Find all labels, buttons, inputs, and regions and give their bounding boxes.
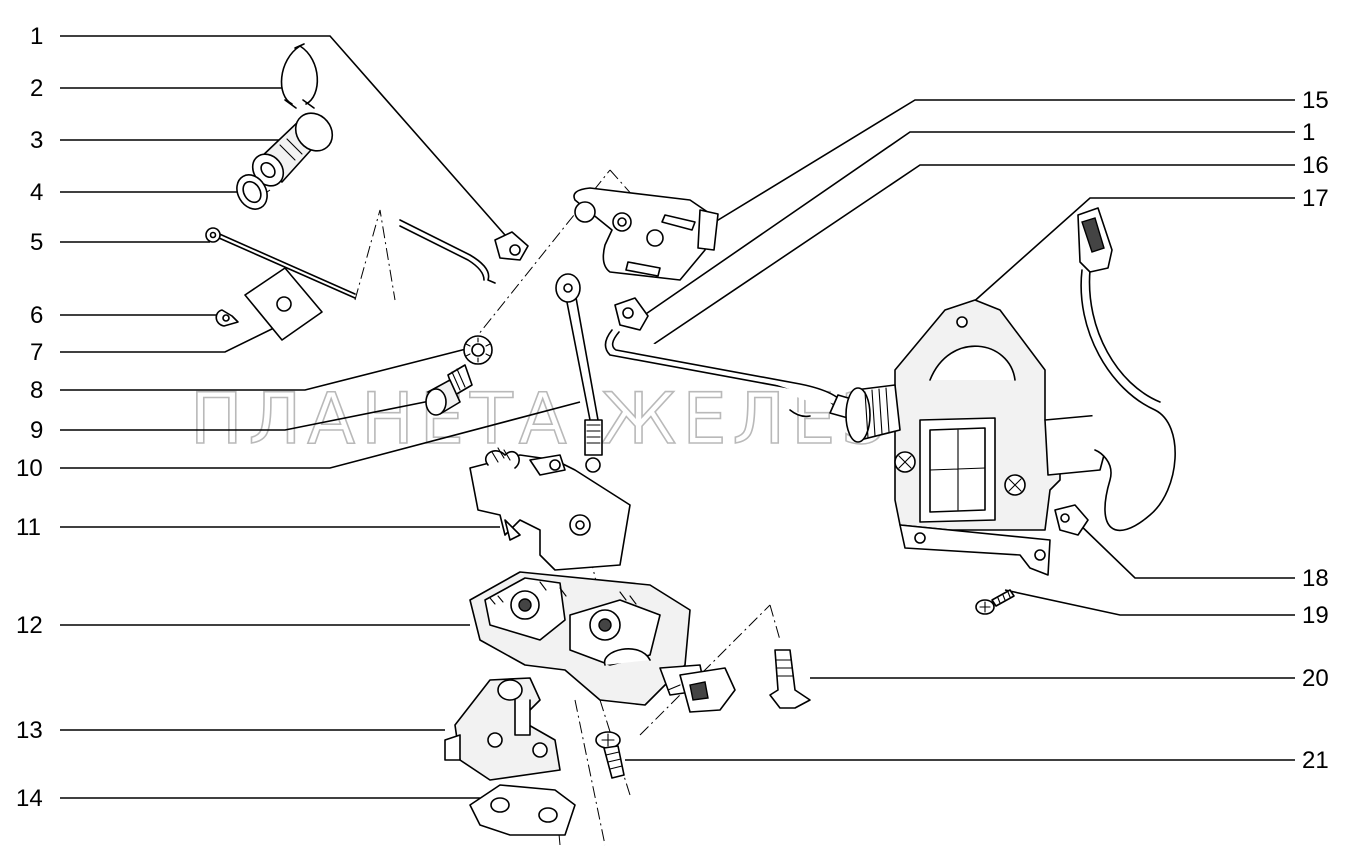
callout-1: 1 (30, 23, 43, 50)
callout-2: 2 (30, 75, 43, 102)
part-4-washer (236, 174, 268, 210)
callout-17: 17 (1302, 185, 1329, 212)
leader-lines-right (625, 99, 1295, 761)
part-7-square-pad (244, 267, 323, 341)
part-12-connector (667, 667, 736, 713)
callout-9: 9 (30, 417, 43, 444)
callout-10: 10 (16, 455, 43, 482)
part-17-actuator (845, 299, 1109, 576)
callout-8: 8 (30, 377, 43, 404)
callouts-right: 15 1 16 17 18 19 20 21 (1302, 87, 1329, 774)
callout-7: 7 (30, 339, 43, 366)
callout-21: 21 (1302, 747, 1329, 774)
part-3-lock-cylinder (251, 112, 334, 187)
part-6-clip (215, 309, 239, 327)
part-18-clamp (1054, 504, 1089, 536)
callout-12: 12 (16, 612, 43, 639)
callout-14: 14 (16, 785, 43, 812)
callout-15: 15 (1302, 87, 1329, 114)
part-17-cable (1077, 207, 1176, 532)
part-10-link-rod (555, 273, 603, 473)
part-1-rod-clip-left (494, 231, 529, 261)
part-12-lock-body (469, 571, 706, 706)
callout-18: 18 (1302, 565, 1329, 592)
part-2-spring-clip (280, 43, 319, 109)
part-9-bolt (425, 364, 473, 416)
callout-11: 11 (16, 514, 41, 541)
part-5-rod (205, 219, 496, 299)
callout-19: 19 (1302, 602, 1329, 629)
callout-3: 3 (30, 127, 43, 154)
callout-20: 20 (1302, 665, 1329, 692)
part-11-latch-bracket (469, 447, 631, 571)
part-21-screw (595, 731, 625, 779)
callouts-left: 1 2 3 4 5 6 7 8 9 10 11 12 13 14 (16, 23, 43, 812)
part-13-striker (444, 677, 561, 781)
callout-6: 6 (30, 302, 43, 329)
part-15-lever-plate (573, 187, 719, 281)
callout-13: 13 (16, 717, 43, 744)
part-1-rod-clip-right (614, 297, 649, 331)
callout-4: 4 (30, 179, 43, 206)
part-14-striker-plate (469, 784, 576, 836)
callout-16: 16 (1302, 152, 1329, 179)
callout-1-right: 1 (1302, 119, 1315, 146)
part-20-screw (769, 649, 811, 709)
leader-lines-left (60, 35, 581, 799)
part-16-long-rod (604, 329, 856, 419)
part-8-toothed-washer (463, 335, 493, 365)
part-19-screw (975, 589, 1015, 615)
callout-5: 5 (30, 229, 43, 256)
